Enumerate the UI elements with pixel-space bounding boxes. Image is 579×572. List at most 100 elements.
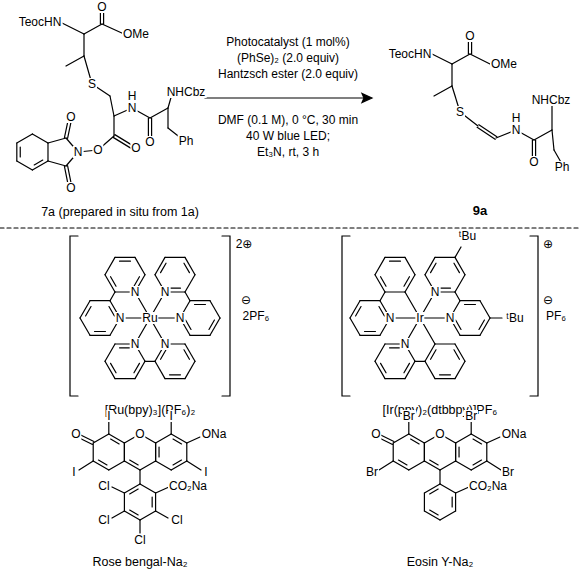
atom-label: N (445, 312, 456, 324)
bond (32, 134, 48, 143)
bond (435, 378, 455, 379)
bond (95, 331, 106, 332)
bond (185, 344, 195, 361)
bond (411, 439, 420, 444)
atom-label: O (92, 144, 103, 156)
bond (173, 460, 182, 465)
compound-label: 9a (473, 204, 487, 217)
complex-bracket (342, 236, 350, 396)
charge-sign: ⊖ (240, 294, 252, 306)
bond (424, 511, 440, 520)
bond (456, 320, 461, 329)
atom-label: O (65, 182, 76, 194)
bond (16, 143, 17, 161)
bond (130, 489, 139, 494)
bond (487, 461, 501, 470)
condition-text: Et₃N, rt, 3 h (257, 146, 319, 158)
atom-label: ᵗBu (505, 312, 524, 324)
condition-text: Hantzsch ester (2.0 equiv) (218, 68, 358, 80)
bond (190, 300, 210, 301)
bond (350, 318, 360, 335)
atom-label: CO₂Na (468, 480, 508, 492)
atom-label: H (127, 90, 138, 102)
bond (404, 363, 409, 372)
bond (455, 292, 460, 301)
atom-label: Cl (97, 480, 110, 492)
bond (105, 275, 115, 292)
charge-sign: ⊖ (542, 294, 554, 306)
condition-text: Photocatalyst (1 mol%) (226, 36, 349, 48)
bond (83, 34, 84, 56)
bond (479, 125, 497, 137)
atom-label: NHCbz (166, 86, 207, 98)
atom-label: Br (501, 466, 515, 478)
bond (86, 307, 91, 316)
bond (110, 96, 114, 116)
bond (156, 511, 168, 518)
bond (130, 460, 139, 465)
bond (124, 461, 140, 470)
atom-label: I (203, 466, 208, 478)
bond (381, 363, 386, 372)
bond (480, 301, 490, 318)
bond (109, 461, 125, 470)
bond (210, 301, 220, 318)
atom-label: O (96, 1, 107, 13)
bond (479, 320, 484, 329)
bond (79, 461, 93, 470)
atom-label: OMe (122, 28, 150, 40)
bond (185, 257, 195, 274)
bond (432, 54, 452, 64)
bond (124, 443, 125, 461)
bond (66, 56, 84, 66)
bond (171, 434, 187, 443)
bond (167, 108, 168, 128)
bond (105, 257, 115, 274)
bond (60, 22, 84, 34)
bond (140, 461, 156, 470)
bond (93, 443, 94, 461)
bond (375, 257, 385, 274)
bond (20, 147, 21, 157)
bond (440, 511, 456, 520)
bond (471, 461, 487, 470)
bond (130, 510, 139, 515)
bond (430, 510, 439, 515)
atom-label: N (127, 102, 138, 114)
atom-label: O (528, 156, 539, 168)
bond (124, 484, 140, 493)
bond (360, 335, 380, 336)
bond (124, 493, 125, 511)
atom-label: N (175, 312, 186, 324)
bond (424, 461, 440, 470)
bond (473, 460, 482, 465)
bond (379, 307, 384, 316)
bond (409, 461, 425, 470)
bond (471, 421, 472, 434)
bond (431, 263, 436, 272)
bond (112, 511, 124, 518)
charge-sign: ⊕ (542, 238, 554, 250)
atom-label: O (464, 30, 475, 42)
bond (47, 143, 48, 161)
bond (360, 300, 380, 301)
arrow-head (362, 94, 372, 103)
bond (173, 439, 182, 444)
bond (209, 320, 214, 329)
bond (473, 439, 482, 444)
atom-label: N (73, 146, 84, 158)
bond (393, 434, 409, 443)
bond (551, 104, 552, 130)
bond (455, 257, 465, 274)
bond (380, 435, 394, 442)
bond (210, 318, 220, 335)
bond (487, 437, 500, 443)
bond (186, 443, 187, 461)
condition-text: DMF (0.1 M), 0 °C, 30 min (218, 114, 358, 126)
bond (375, 361, 385, 378)
bond (435, 343, 455, 344)
bond (105, 344, 115, 361)
bond (109, 434, 125, 443)
bond (405, 275, 415, 292)
